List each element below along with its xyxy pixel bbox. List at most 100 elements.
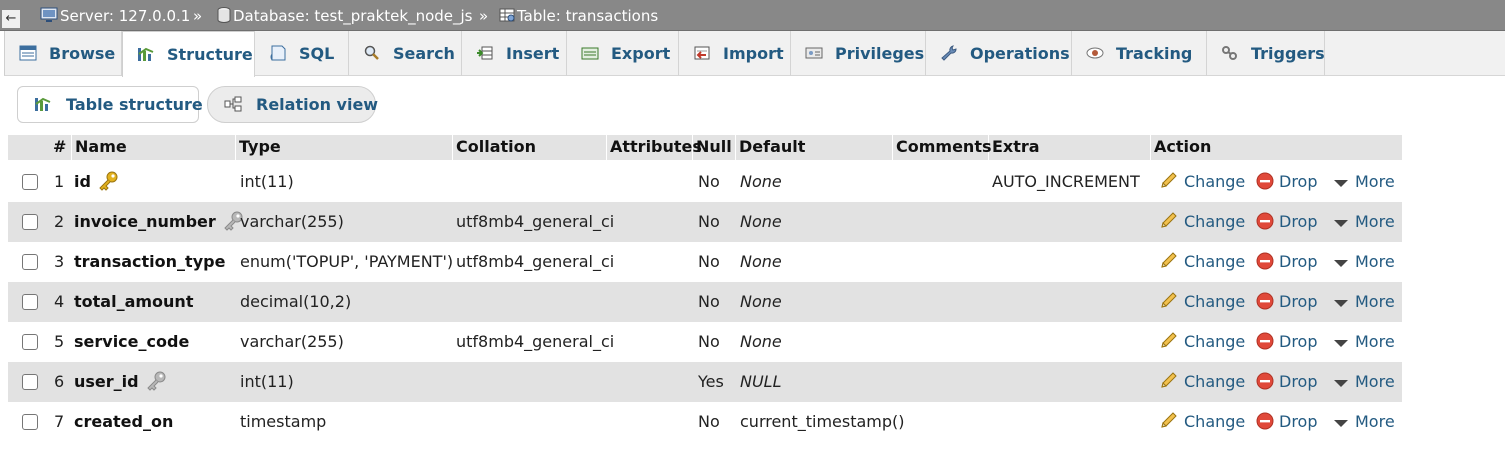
- col-header-name[interactable]: Name: [72, 135, 236, 161]
- breadcrumb-database[interactable]: Database: test_praktek_node_js: [217, 7, 472, 25]
- caret-down-icon: [1334, 220, 1348, 227]
- drop-link[interactable]: Drop: [1256, 282, 1318, 322]
- row-collation: utf8mb4_general_ci: [456, 332, 615, 351]
- drop-label: Drop: [1279, 212, 1318, 231]
- import-icon: [694, 46, 710, 60]
- row-checkbox[interactable]: [22, 214, 38, 230]
- col-header-comments[interactable]: Comments: [893, 135, 992, 161]
- drop-icon: [1256, 212, 1274, 230]
- row-num: 6: [54, 372, 65, 391]
- row-checkbox[interactable]: [22, 174, 38, 190]
- change-label: Change: [1184, 332, 1246, 351]
- change-link[interactable]: Change: [1159, 362, 1245, 402]
- drop-link[interactable]: Drop: [1256, 162, 1318, 202]
- eye-icon: [1086, 47, 1104, 59]
- tab-search[interactable]: Search: [349, 31, 462, 76]
- row-checkbox[interactable]: [22, 334, 38, 350]
- col-header-extra[interactable]: Extra: [989, 135, 1151, 161]
- change-link[interactable]: Change: [1159, 202, 1245, 242]
- drop-link[interactable]: Drop: [1256, 402, 1318, 442]
- row-num: 7: [54, 412, 65, 431]
- tab-sql[interactable]: SQL: [255, 31, 349, 76]
- subtab-table-structure[interactable]: Table structure: [17, 86, 203, 123]
- back-arrow-icon[interactable]: ←: [2, 10, 20, 28]
- breadcrumb-separator: »: [479, 7, 489, 25]
- tab-insert-label: Insert: [506, 44, 560, 63]
- more-dropdown[interactable]: More: [1332, 162, 1395, 202]
- row-null: No: [698, 412, 720, 431]
- change-link[interactable]: Change: [1159, 402, 1245, 442]
- drop-label: Drop: [1279, 372, 1318, 391]
- col-header-null[interactable]: Null: [693, 135, 736, 161]
- row-name: service_code: [74, 322, 189, 362]
- col-header-attributes[interactable]: Attributes: [607, 135, 702, 161]
- more-dropdown[interactable]: More: [1332, 402, 1395, 442]
- insert-icon: [477, 46, 493, 60]
- row-collation: utf8mb4_general_ci: [456, 252, 615, 271]
- row-null: No: [698, 252, 720, 271]
- tab-import[interactable]: Import: [679, 31, 791, 76]
- col-header-type[interactable]: Type: [236, 135, 453, 161]
- tab-operations-label: Operations: [970, 44, 1070, 63]
- drop-link[interactable]: Drop: [1256, 362, 1318, 402]
- change-link[interactable]: Change: [1159, 162, 1245, 202]
- more-label: More: [1355, 372, 1395, 391]
- row-checkbox[interactable]: [22, 414, 38, 430]
- tab-tracking-label: Tracking: [1116, 44, 1193, 63]
- more-dropdown[interactable]: More: [1332, 242, 1395, 282]
- drop-link[interactable]: Drop: [1256, 202, 1318, 242]
- change-link[interactable]: Change: [1159, 322, 1245, 362]
- more-dropdown[interactable]: More: [1332, 362, 1395, 402]
- triggers-icon: [1222, 46, 1237, 60]
- drop-link[interactable]: Drop: [1256, 322, 1318, 362]
- tab-structure[interactable]: Structure: [122, 31, 255, 77]
- drop-icon: [1256, 252, 1274, 270]
- row-null: No: [698, 172, 720, 191]
- subtab-relation-view[interactable]: Relation view: [207, 86, 378, 123]
- search-icon: [364, 45, 379, 60]
- pencil-icon: [1161, 212, 1177, 228]
- change-label: Change: [1184, 292, 1246, 311]
- breadcrumb-table-label: Table: transactions: [517, 7, 659, 25]
- row-checkbox[interactable]: [22, 254, 38, 270]
- tab-export[interactable]: Export: [567, 31, 679, 76]
- row-default: None: [740, 292, 782, 311]
- row-name-label: created_on: [74, 412, 174, 431]
- index-key-icon: [224, 211, 243, 231]
- more-dropdown[interactable]: More: [1332, 322, 1395, 362]
- tab-browse[interactable]: Browse: [5, 31, 122, 76]
- tab-insert[interactable]: Insert: [462, 31, 567, 76]
- more-dropdown[interactable]: More: [1332, 202, 1395, 242]
- more-dropdown[interactable]: More: [1332, 282, 1395, 322]
- tab-structure-label: Structure: [167, 45, 253, 64]
- row-type: int(11): [240, 372, 294, 391]
- row-checkbox[interactable]: [22, 374, 38, 390]
- row-checkbox[interactable]: [22, 294, 38, 310]
- wrench-icon: [941, 45, 957, 61]
- breadcrumb-server[interactable]: Server: 127.0.0.1: [40, 7, 190, 25]
- breadcrumb-table[interactable]: Table: transactions: [499, 7, 658, 25]
- row-num: 4: [54, 292, 65, 311]
- change-label: Change: [1184, 252, 1246, 271]
- structure-icon: [138, 47, 154, 61]
- change-label: Change: [1184, 212, 1246, 231]
- drop-link[interactable]: Drop: [1256, 242, 1318, 282]
- change-link[interactable]: Change: [1159, 282, 1245, 322]
- col-header-collation[interactable]: Collation: [453, 135, 607, 161]
- privileges-icon: [805, 47, 823, 59]
- drop-icon: [1256, 412, 1274, 430]
- change-link[interactable]: Change: [1159, 242, 1245, 282]
- col-header-default[interactable]: Default: [736, 135, 893, 161]
- row-name: total_amount: [74, 282, 193, 322]
- tab-tracking[interactable]: Tracking: [1072, 31, 1207, 76]
- row-name: invoice_number: [74, 202, 244, 242]
- row-type: enum('TOPUP', 'PAYMENT'): [240, 252, 454, 271]
- tab-triggers[interactable]: Triggers: [1207, 31, 1325, 76]
- tab-privileges[interactable]: Privileges: [791, 31, 926, 76]
- pencil-icon: [1161, 332, 1177, 348]
- tab-operations[interactable]: Operations: [926, 31, 1072, 76]
- row-extra: AUTO_INCREMENT: [992, 172, 1140, 191]
